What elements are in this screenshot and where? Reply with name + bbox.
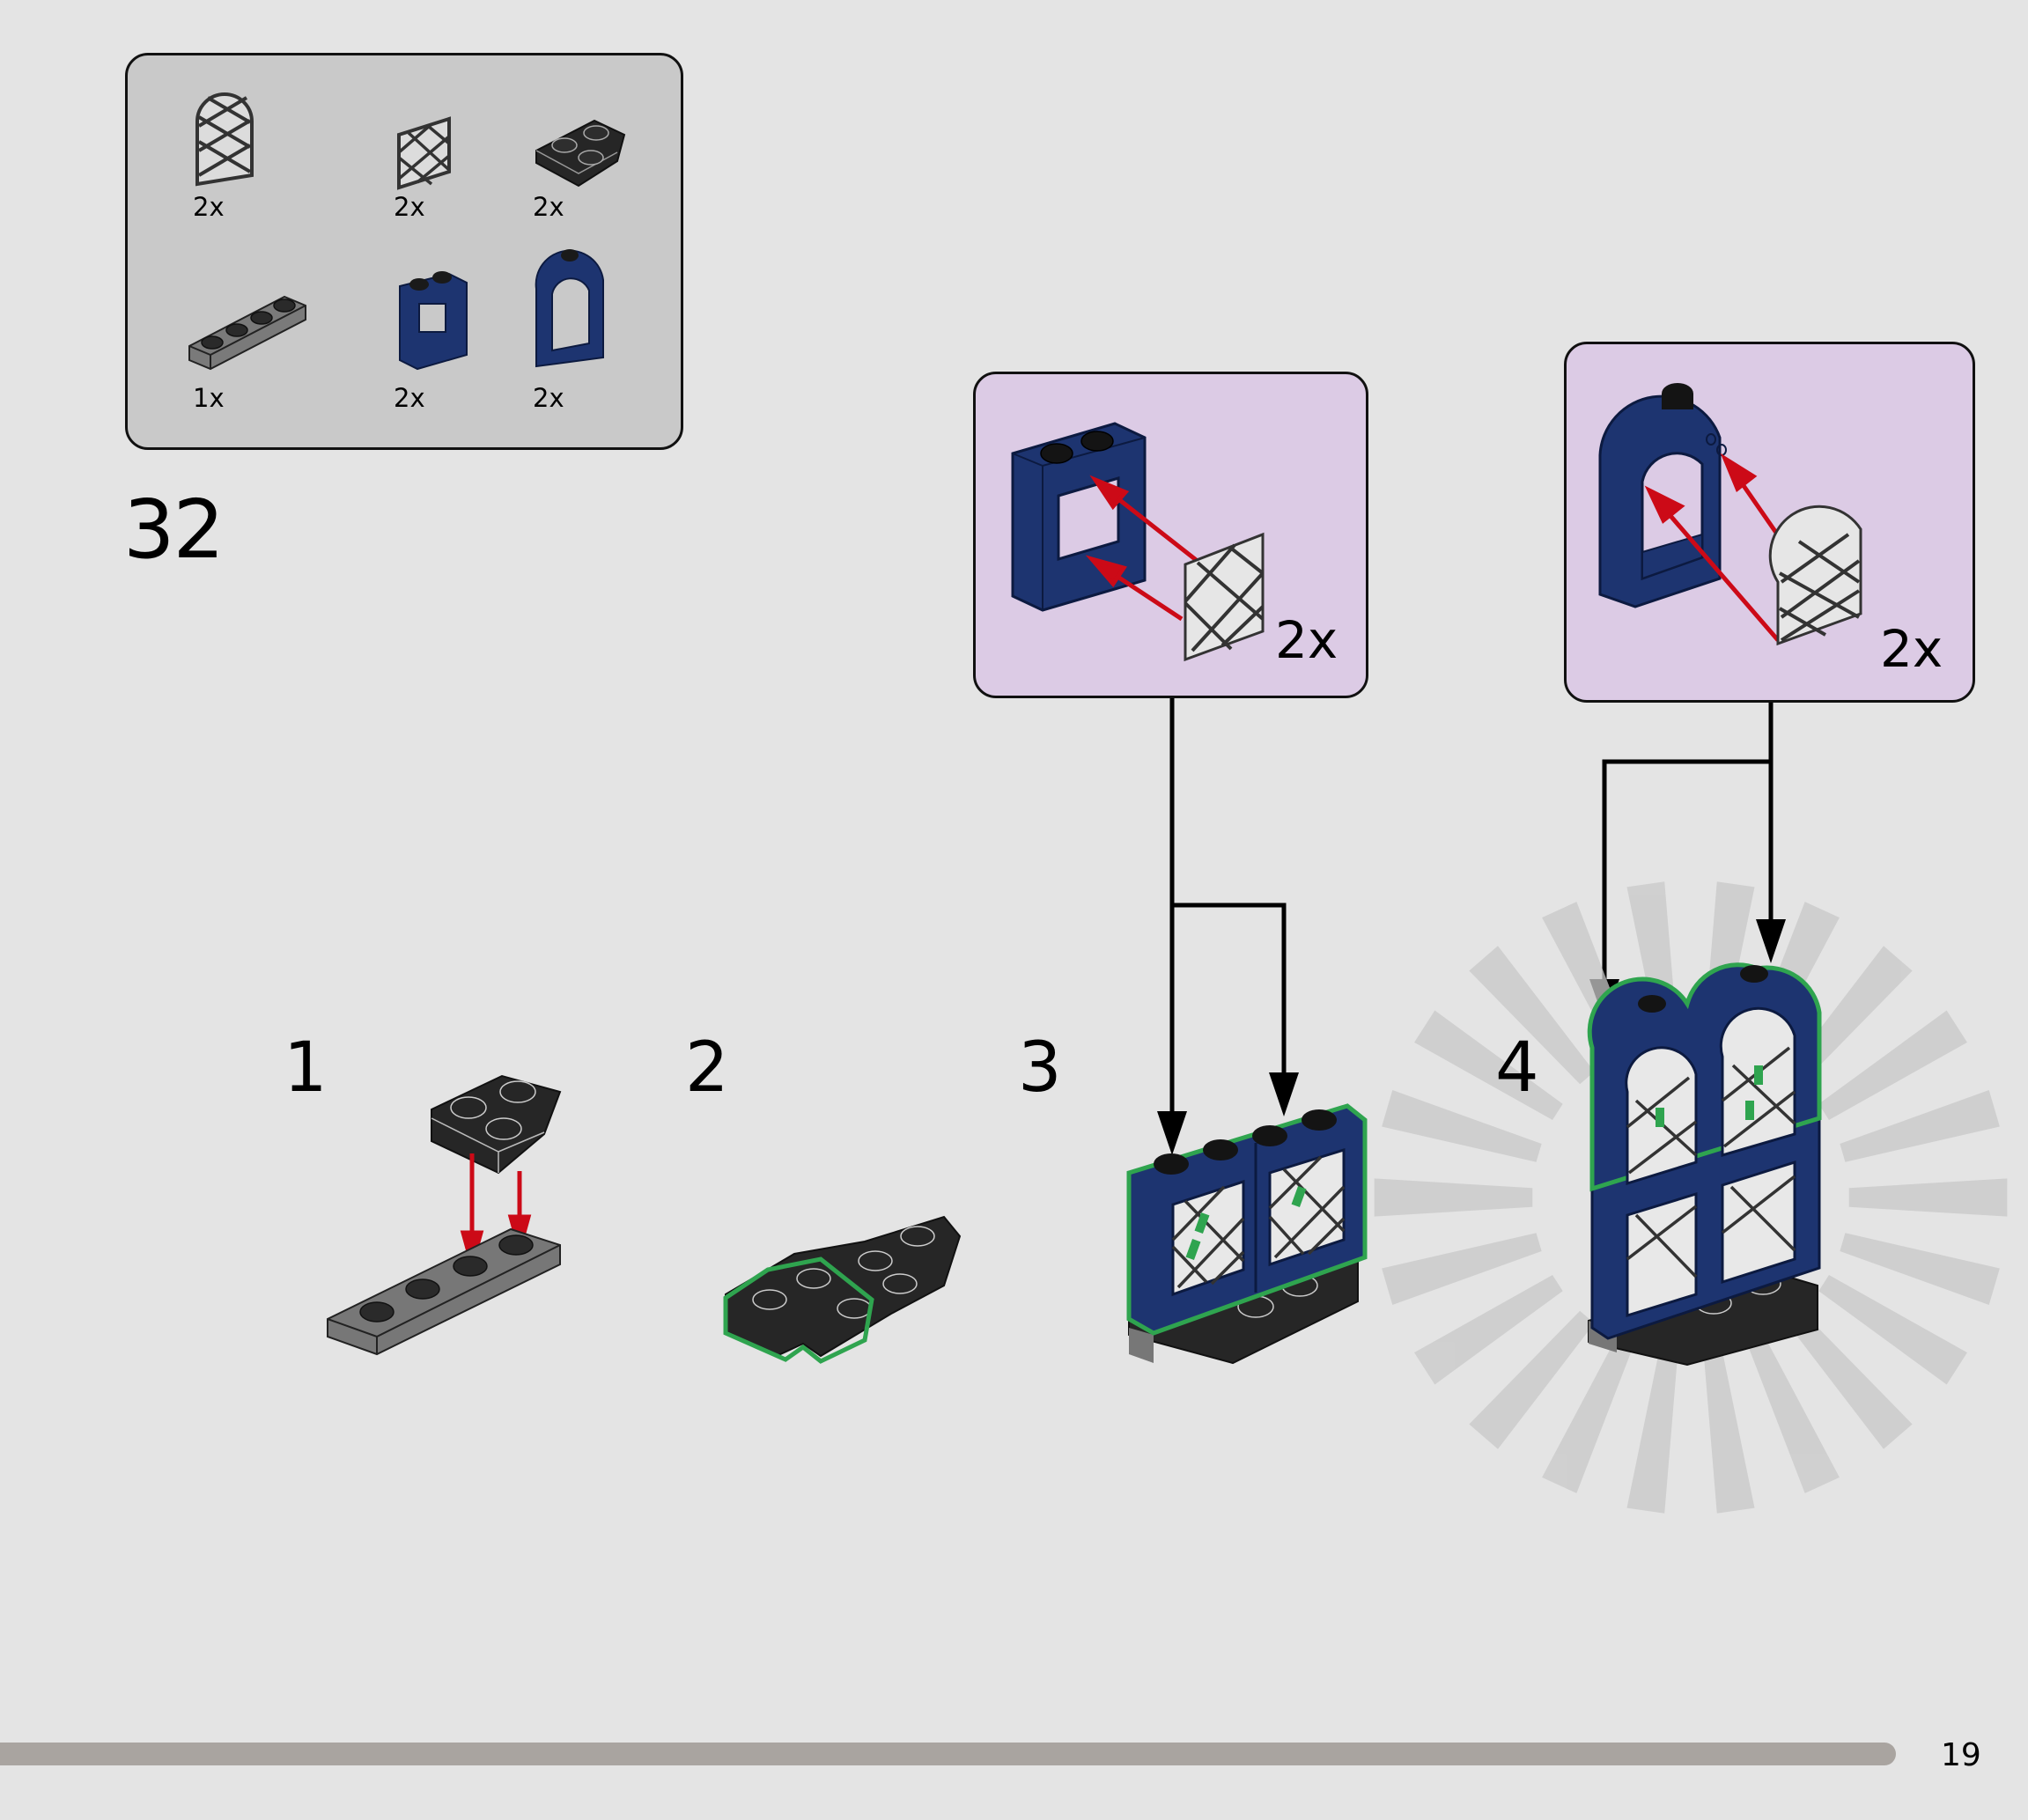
sub-assembly-window-frame: 2x xyxy=(973,372,1368,698)
burst-ray xyxy=(1840,1090,2000,1162)
burst-ray xyxy=(1414,1275,1563,1385)
burst-ray xyxy=(1747,1337,1840,1493)
parts-qty: 2x xyxy=(394,383,425,413)
connector-arrowhead xyxy=(1756,919,1786,963)
sub-step-number: 3 xyxy=(1018,1028,1062,1108)
step-3-diagram xyxy=(1126,1103,1368,1365)
square-lattice-icon xyxy=(397,116,451,190)
burst-ray xyxy=(1848,1178,2008,1217)
sub-step-number: 4 xyxy=(1495,1028,1539,1108)
step-number: 32 xyxy=(123,483,225,577)
step-2-diagram xyxy=(723,1215,962,1364)
arched-frame-icon xyxy=(535,249,604,368)
burst-ray xyxy=(1818,1010,1967,1120)
burst-ray xyxy=(1818,1275,1967,1385)
sub-assembly-qty: 2x xyxy=(1880,619,1943,679)
plate-1x4-icon xyxy=(188,295,306,371)
parts-qty: 2x xyxy=(394,192,425,222)
burst-ray xyxy=(1469,1310,1595,1449)
sub-assembly-qty: 2x xyxy=(1275,610,1338,670)
page-number: 19 xyxy=(1941,1737,1981,1773)
parts-list-box: 2x 2x 2x 1x 2x 2x xyxy=(125,53,683,450)
burst-ray xyxy=(1414,1010,1563,1120)
wedge-plate-icon xyxy=(535,119,626,188)
connector-arrowhead xyxy=(1157,1111,1187,1155)
window-frame-icon xyxy=(399,271,468,371)
arched-lattice-icon xyxy=(195,92,254,187)
burst-ray xyxy=(1469,946,1595,1085)
connector-line-1b xyxy=(1172,903,1287,1072)
sub-assembly-arched-frame: 2x xyxy=(1564,342,1975,703)
connector-arrowhead xyxy=(1269,1072,1299,1116)
burst-ray xyxy=(1703,1352,1755,1514)
burst-ray xyxy=(1626,1352,1678,1514)
sub-step-number: 2 xyxy=(685,1028,729,1108)
step-1-diagram xyxy=(327,1074,562,1356)
parts-qty: 2x xyxy=(193,192,225,222)
sub-step-number: 1 xyxy=(284,1028,328,1108)
parts-qty: 2x xyxy=(533,192,564,222)
arched-frame-diagram xyxy=(1598,383,1862,646)
parts-qty: 2x xyxy=(533,383,564,413)
burst-ray xyxy=(1840,1233,2000,1305)
parts-qty: 1x xyxy=(193,383,225,413)
burst-ray xyxy=(1542,1337,1634,1493)
burst-ray xyxy=(1374,1178,1533,1217)
burst-ray xyxy=(1382,1233,1542,1305)
burst-ray xyxy=(1382,1090,1542,1162)
connector-line-2b xyxy=(1602,759,1771,979)
burst-ray xyxy=(1787,1310,1913,1449)
page-progress-bar xyxy=(0,1743,1896,1765)
window-frame-diagram xyxy=(1011,422,1265,662)
step-4-diagram xyxy=(1587,962,1822,1367)
